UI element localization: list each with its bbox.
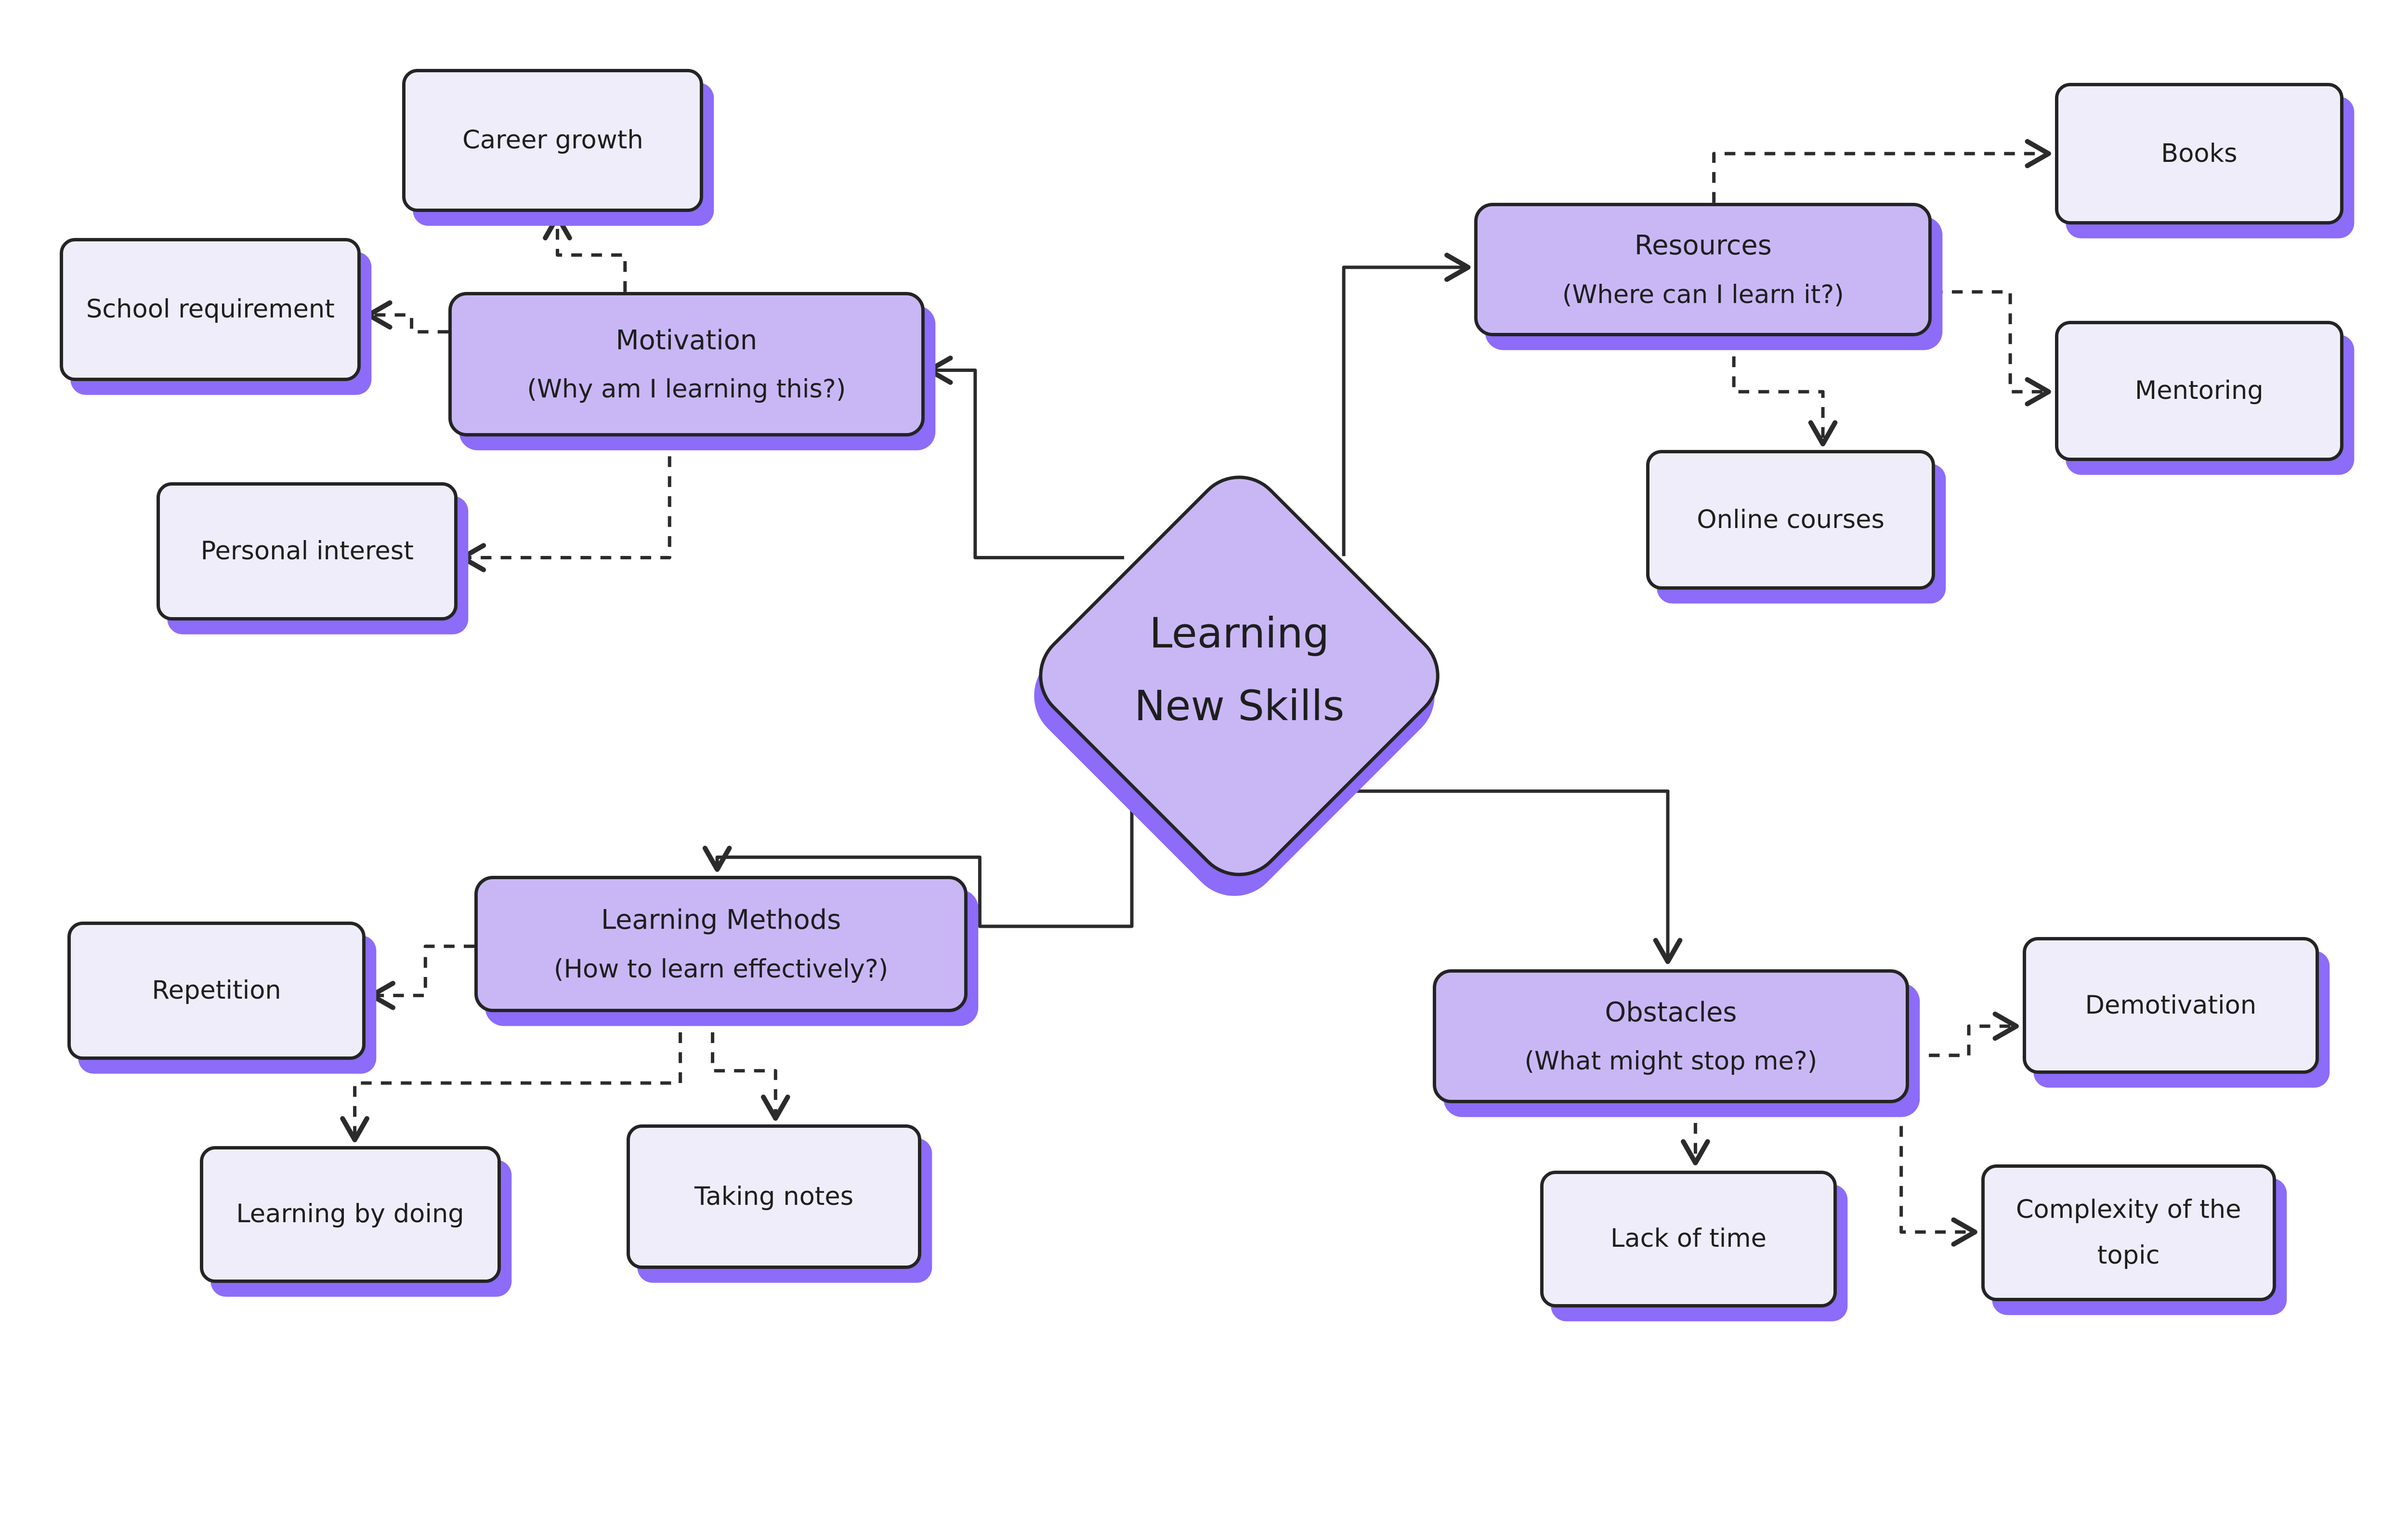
complexity-node: Complexity of the topic (1981, 1164, 2276, 1301)
school-requirement-label: School requirement (86, 294, 335, 324)
learning-by-doing-label: Learning by doing (236, 1199, 464, 1229)
career-growth-label: Career growth (462, 125, 643, 155)
resources-title: Resources (1634, 230, 1772, 262)
edge-root-resources (1342, 252, 1471, 556)
obstacles-node: Obstacles (What might stop me?) (1433, 969, 1909, 1103)
personal-interest-node: Personal interest (157, 482, 458, 621)
personal-interest-label: Personal interest (200, 536, 414, 566)
edges-layer (340, 139, 2051, 1247)
books-node: Books (2055, 83, 2344, 224)
edge-resources-mentoring (1932, 290, 2051, 407)
motivation-subtitle: (Why am I learning this?) (527, 374, 846, 404)
root-label: Learning New Skills (1009, 597, 1470, 742)
edge-learning-methods-learning-by-doing (340, 1012, 682, 1143)
repetition-node: Repetition (67, 922, 366, 1060)
resources-node: Resources (Where can I learn it?) (1474, 202, 1932, 337)
lack-of-time-node: Lack of time (1540, 1170, 1837, 1307)
edge-resources-online-courses (1732, 336, 1838, 447)
taking-notes-node: Taking notes (627, 1124, 922, 1269)
learning-methods-node: Learning Methods (How to learn effective… (474, 875, 968, 1013)
repetition-label: Repetition (152, 976, 281, 1005)
online-courses-node: Online courses (1646, 450, 1935, 590)
resources-subtitle: (Where can I learn it?) (1562, 279, 1844, 309)
books-label: Books (2161, 138, 2238, 168)
online-courses-label: Online courses (1697, 505, 1885, 535)
demotivation-node: Demotivation (2022, 937, 2319, 1074)
edge-motivation-school-requirement (366, 300, 449, 334)
lack-of-time-label: Lack of time (1610, 1224, 1767, 1254)
mentoring-node: Mentoring (2055, 321, 2344, 461)
taking-notes-label: Taking notes (694, 1181, 854, 1211)
edge-obstacles-complexity (1899, 1106, 1977, 1247)
edge-root-learning-methods (702, 788, 1134, 928)
learning-by-doing-node: Learning by doing (199, 1146, 501, 1283)
edge-obstacles-demotivation (1909, 1011, 2019, 1057)
edge-motivation-career-growth (543, 214, 627, 292)
obstacles-title: Obstacles (1605, 996, 1737, 1028)
edge-root-motivation (927, 356, 1125, 560)
demotivation-label: Demotivation (2085, 990, 2257, 1020)
edge-root-obstacles (1342, 789, 1683, 964)
edge-learning-methods-taking-notes (711, 1012, 790, 1121)
edge-resources-books (1712, 139, 2051, 203)
complexity-label: Complexity of the topic (2015, 1195, 2241, 1270)
motivation-node: Motivation (Why am I learning this?) (448, 291, 925, 436)
school-requirement-node: School requirement (60, 238, 361, 381)
root-label-line2: New Skills (1134, 682, 1345, 731)
mentoring-label: Mentoring (2134, 376, 2264, 406)
motivation-title: Motivation (615, 324, 758, 356)
mindmap-canvas: Learning New Skills Motivation (Why am I… (60, 69, 2344, 1307)
root-label-line1: Learning (1149, 609, 1330, 658)
career-growth-node: Career growth (402, 69, 704, 212)
learning-methods-subtitle: (How to learn effectively?) (553, 954, 889, 984)
learning-methods-title: Learning Methods (601, 904, 841, 936)
obstacles-subtitle: (What might stop me?) (1524, 1046, 1818, 1076)
edge-motivation-personal-interest (459, 436, 671, 572)
edge-learning-methods-repetition (369, 944, 475, 1010)
